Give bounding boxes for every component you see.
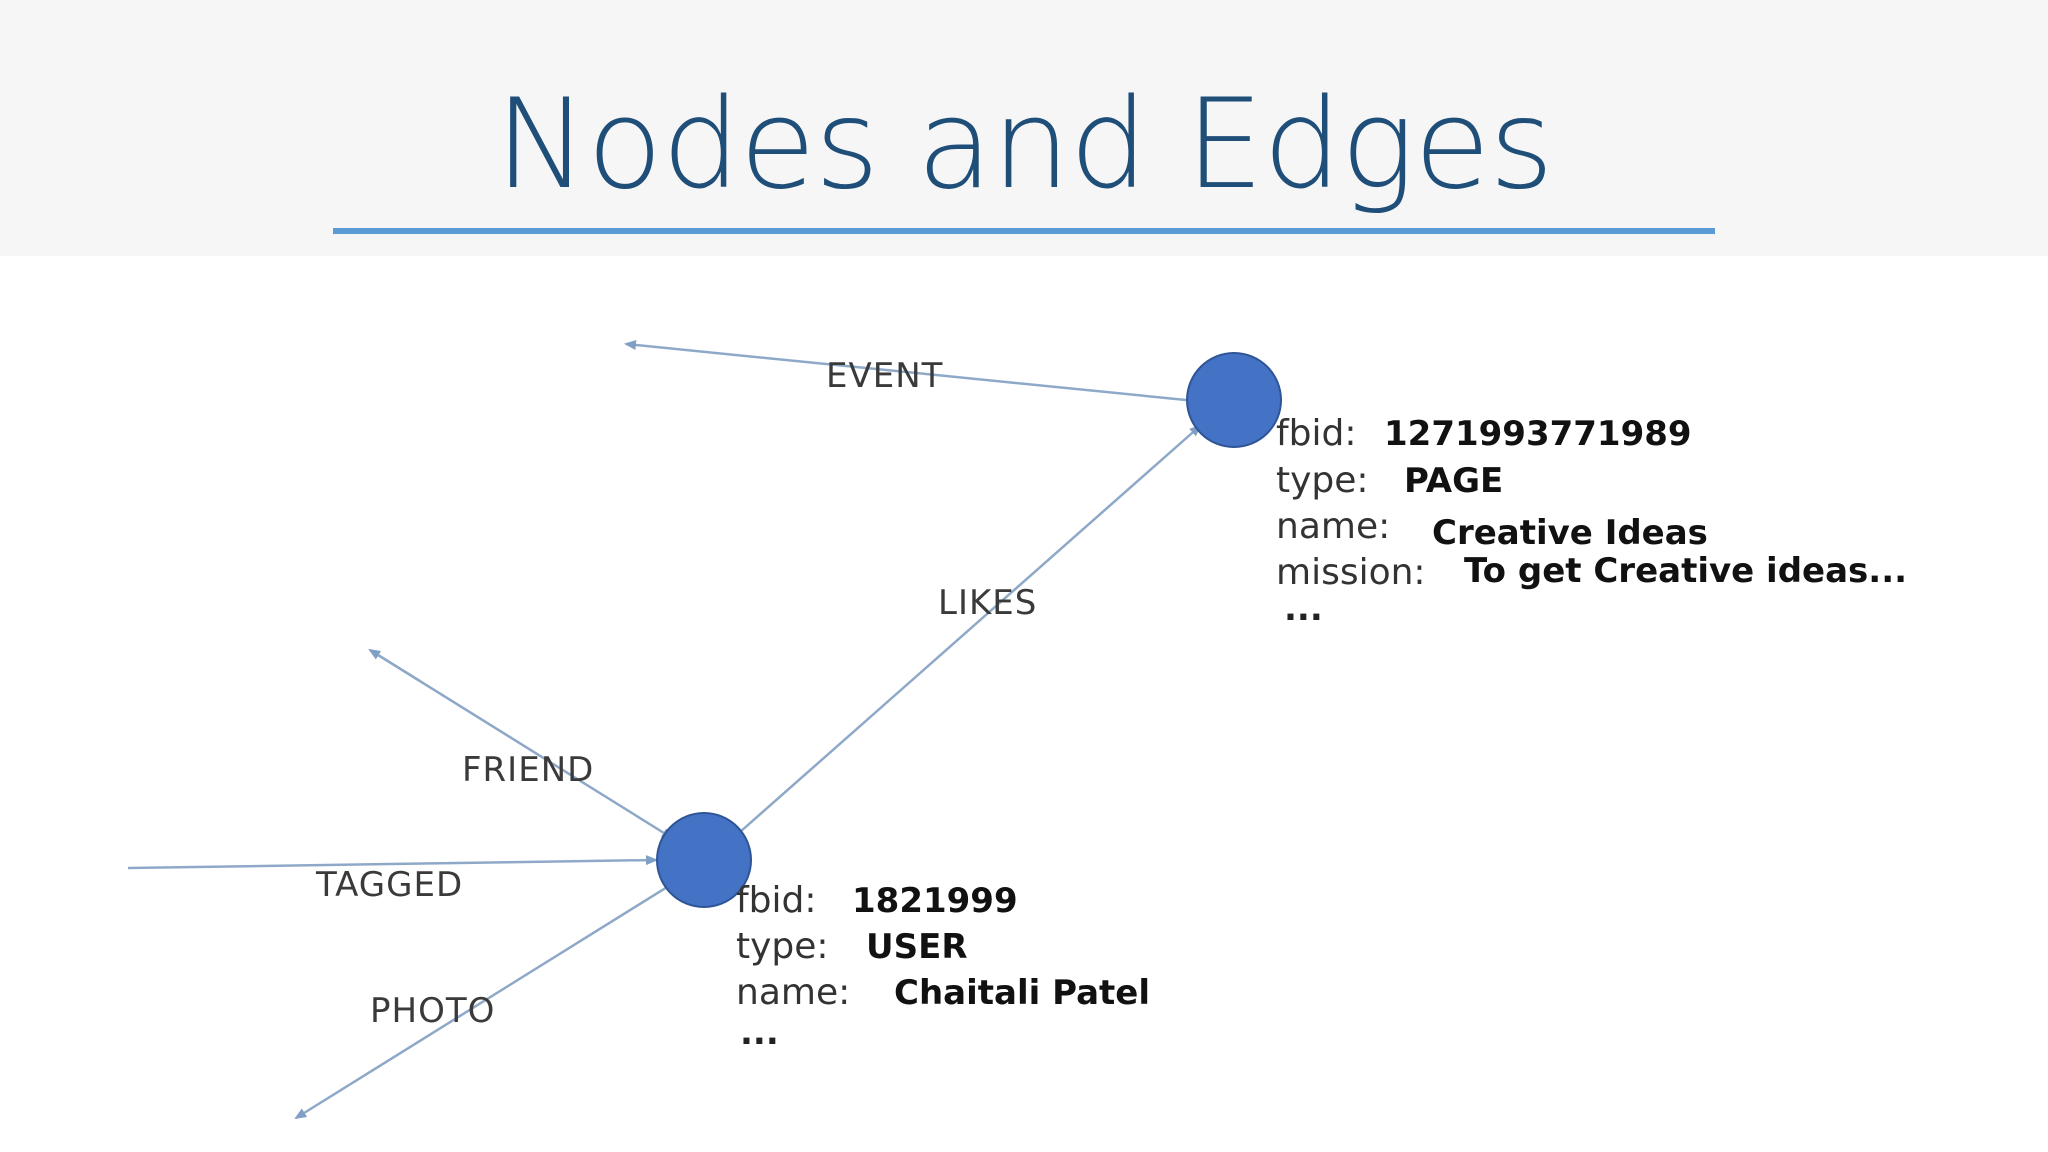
- user-fbid-key: fbid:: [736, 880, 817, 921]
- page-node: [1186, 352, 1282, 448]
- user-more: ...: [740, 1013, 779, 1053]
- user-name-value: Chaitali Patel: [894, 973, 1150, 1013]
- user-type-value: USER: [866, 927, 968, 967]
- edge-label-likes: LIKES: [938, 583, 1037, 623]
- edge-photo: [294, 882, 673, 1120]
- edge-label-friend: FRIEND: [462, 750, 594, 790]
- page-name-value: Creative Ideas: [1432, 513, 1708, 553]
- edge-label-event: EVENT: [826, 356, 943, 396]
- edge-friend: [369, 648, 674, 840]
- user-type-key: type:: [736, 926, 829, 967]
- edge-tagged: [127, 855, 658, 870]
- edge-friend-out: [368, 648, 421, 683]
- title-rule: [333, 228, 1715, 234]
- user-name-key: name:: [736, 972, 850, 1013]
- edge-label-photo: PHOTO: [370, 991, 495, 1031]
- page-mission-key: mission:: [1276, 552, 1426, 593]
- slide-title: Nodes and Edges: [495, 73, 1554, 217]
- title-band: [0, 0, 2048, 256]
- page-more: ...: [1284, 589, 1323, 629]
- page-fbid-key: fbid:: [1276, 413, 1357, 454]
- user-node: [656, 812, 752, 908]
- page-mission-value: To get Creative ideas...: [1464, 551, 1907, 591]
- page-type-value: PAGE: [1404, 461, 1503, 501]
- user-fbid-value: 1821999: [852, 881, 1018, 921]
- page-fbid-value: 1271993771989: [1384, 414, 1692, 454]
- page-name-key: name:: [1276, 506, 1390, 547]
- edge-event: [624, 340, 1187, 402]
- edge-likes: [739, 424, 1202, 833]
- edge-label-tagged: TAGGED: [315, 865, 463, 905]
- page-type-key: type:: [1276, 460, 1369, 501]
